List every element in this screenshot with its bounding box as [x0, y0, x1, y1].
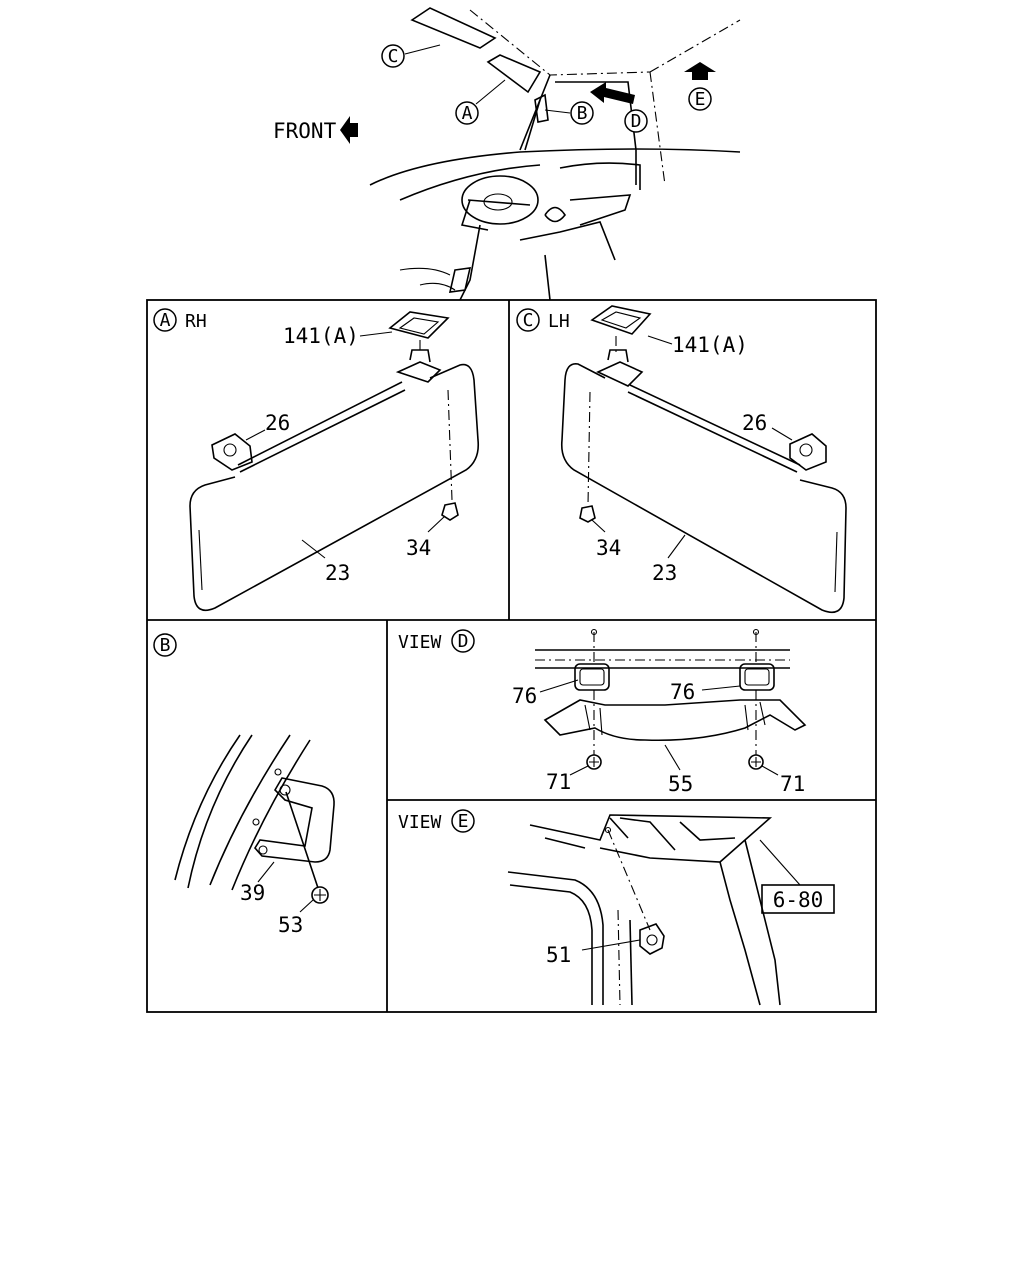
panel-d-screw-left-label: 71 [546, 770, 571, 794]
panel-b-letter: B [160, 635, 171, 656]
overview-callout-b: B [577, 103, 588, 124]
panel-c-visor-label: 23 [652, 561, 677, 585]
overview-callout-d: D [631, 111, 642, 132]
panel-a-clip-label: 141(A) [283, 324, 359, 348]
panel-d-screw-right-label: 71 [780, 772, 805, 796]
arrow-to-d [590, 82, 635, 104]
panel-view-e: VIEW E 51 6-80 [398, 809, 835, 1006]
overview-callout-e: E [695, 89, 706, 110]
panel-view-d: VIEW D 76 76 71 55 71 [398, 628, 807, 796]
overview-callout-a: A [462, 103, 473, 124]
panel-a-visor [189, 363, 480, 612]
panel-c-letter: C [523, 310, 534, 331]
panel-e-reference-box [761, 884, 835, 914]
panel-c-bracket-label: 26 [742, 411, 767, 435]
panel-c-clip [590, 305, 652, 335]
panel-b: B 39 53 [153, 633, 335, 937]
panel-c-visor [560, 363, 847, 614]
panel-d-cap-left-label: 76 [512, 684, 537, 708]
panel-c-bracket [789, 433, 827, 471]
panel-a-visor-label: 23 [325, 561, 350, 585]
panel-a-clip [388, 311, 450, 339]
overview-callout-c: C [388, 46, 399, 67]
panel-e-view-label: VIEW [398, 812, 442, 833]
panel-a-side: RH [185, 311, 207, 332]
panel-a-bracket [211, 433, 253, 471]
panel-b-screw-label: 53 [278, 913, 303, 937]
panel-b-bracket [254, 777, 335, 863]
panel-e-letter: E [458, 811, 469, 832]
panel-d-handle [543, 699, 807, 742]
panel-e-clip [639, 923, 665, 955]
panel-b-bracket-label: 39 [240, 881, 265, 905]
panel-a-bracket-label: 26 [265, 411, 290, 435]
panel-c-lh: C LH 141(A) 26 23 34 [516, 305, 847, 614]
panel-d-view-label: VIEW [398, 632, 442, 653]
panel-c-side: LH [548, 311, 570, 332]
overview-visor-a [486, 54, 542, 94]
panel-e-reference-label: 6-80 [773, 888, 824, 912]
overview-steering-wheel [461, 175, 539, 225]
panel-e-clip-label: 51 [546, 943, 571, 967]
front-label: FRONT [273, 119, 337, 143]
panel-d-handle-label: 55 [668, 772, 693, 796]
panel-d-cap-left [574, 663, 610, 691]
panel-d-letter: D [458, 631, 469, 652]
panel-a-screw-label: 34 [406, 536, 431, 560]
overview-visor-c [410, 7, 497, 49]
panel-d-cap-right [739, 663, 775, 691]
panel-frames [146, 299, 877, 1013]
arrow-to-e [684, 62, 716, 80]
cab-overview: FRONT C A B D E [273, 7, 741, 301]
front-arrow-icon [340, 116, 358, 144]
panel-c-screw-label: 34 [596, 536, 621, 560]
panel-d-cap-right-label: 76 [670, 680, 695, 704]
panel-c-clip-label: 141(A) [672, 333, 748, 357]
panel-a-letter: A [160, 310, 171, 331]
panel-a-rh: A RH 141(A) 26 23 34 [153, 308, 480, 612]
